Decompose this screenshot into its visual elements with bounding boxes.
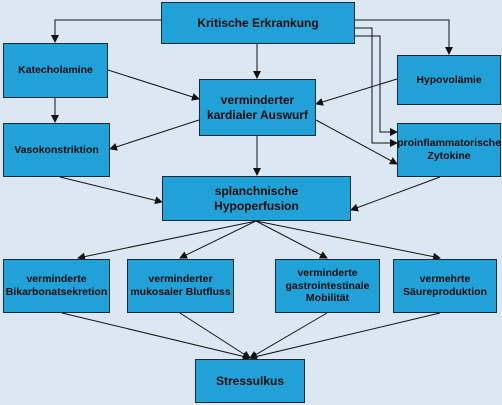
edge-kritische-to-zytokine: [355, 27, 398, 147]
edge-auswurf-to-vasokonstriktion: [109, 119, 200, 151]
node-saeureproduktion: vermehrte Säureproduktion: [393, 259, 497, 313]
edge-hypoperfusion-to-blutfluss: [179, 220, 257, 259]
node-stressulkus: Stressulkus: [195, 359, 305, 403]
edge-bikarbonat-to-stressulkus: [61, 312, 251, 361]
edge-hypoperfusion-to-saeure: [255, 220, 441, 261]
edge-hypoperfusion-to-bikarbonat: [77, 220, 257, 261]
edge-blutfluss-to-stressulkus: [179, 312, 251, 359]
edge-zytokine-to-hypoperfusion: [350, 176, 441, 212]
node-hypovolaemie: Hypovolämie: [397, 55, 501, 105]
node-kritische-erkrankung: Kritische Erkrankung: [161, 2, 355, 44]
edge-motilitaet-to-stressulkus: [249, 312, 328, 359]
node-mukosaler-blutfluss: verminderter mukosaler Blutfluss: [127, 259, 234, 313]
node-verminderter-auswurf: verminderter kardialer Auswurf: [199, 79, 316, 136]
edge-auswurf-to-zytokine: [315, 119, 398, 165]
edge-kritische-to-hypovolaemie: [355, 19, 453, 55]
node-gastrointestinale-motilitaet: verminderte gastrointestinale Mobilität: [275, 259, 380, 313]
edge-katecholamine-to-auswurf: [107, 69, 200, 101]
edge-hypoperfusion-to-motilitaet: [255, 220, 328, 259]
edge-vasokonstriktion-to-hypoperfusion: [59, 176, 163, 205]
node-proinflammatorische-zytokine: proinflammatorische Zytokine: [397, 123, 501, 177]
edge-saeure-to-stressulkus: [249, 312, 441, 361]
edge-hypovolaemie-to-auswurf: [315, 78, 398, 106]
edge-kritische-to-katecholamine: [51, 19, 161, 43]
node-vasokonstriktion: Vasokonstriktion: [3, 123, 110, 177]
node-katecholamine: Katecholamine: [3, 43, 108, 98]
node-splanchnische-hypoperfusion: splanchnische Hypoperfusion: [162, 176, 351, 221]
edge-kritische-to-zytokine-2: [355, 35, 398, 136]
node-bikarbonatsekretion: verminderte Bikarbonatsekretion: [3, 259, 110, 313]
